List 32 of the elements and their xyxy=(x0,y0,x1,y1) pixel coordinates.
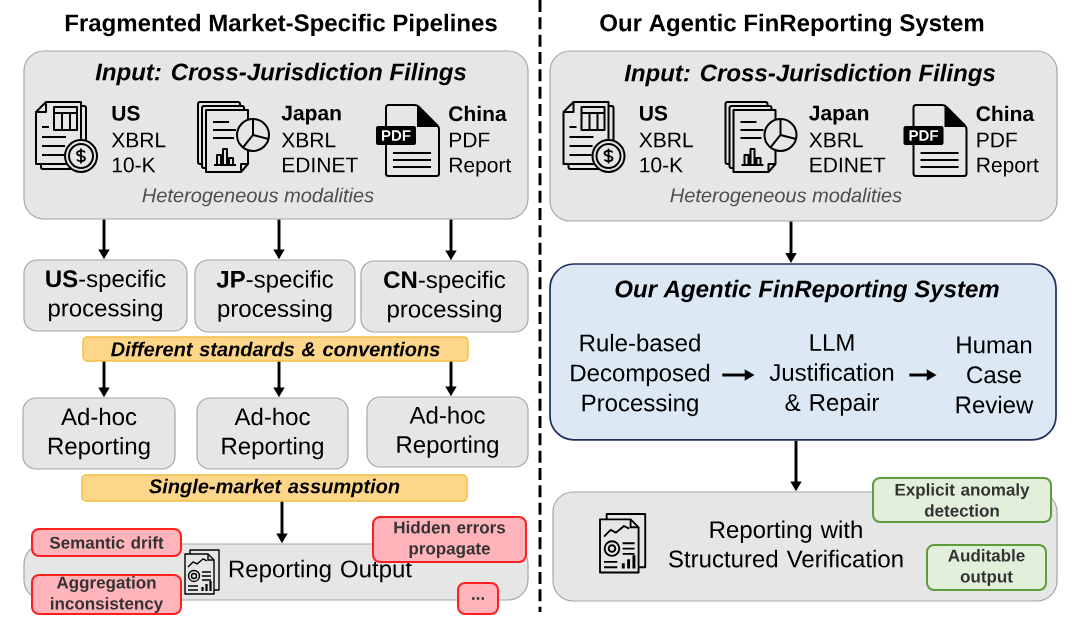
banner: Different standards & conventions xyxy=(82,336,469,362)
warning-tag: Aggregation inconsistency xyxy=(31,574,182,615)
step-text: Human Case Review xyxy=(956,336,1034,414)
benefit-tag: Auditable output xyxy=(926,544,1047,591)
tab-label: PDF xyxy=(382,130,411,141)
format-label: PDF Report xyxy=(977,132,1039,177)
format-label: PDF Report xyxy=(450,132,512,177)
step-text: Rule-based Decomposed Processing xyxy=(571,333,710,417)
format-label: XBRL EDINET xyxy=(281,132,358,173)
market-label: US xyxy=(640,105,668,121)
process-box: CN-specific processing xyxy=(360,260,529,333)
format-label: XBRL 10-K xyxy=(111,132,166,173)
tab-label: PDF xyxy=(909,130,938,141)
column-heading: Fragmented Market-Specific Pipelines xyxy=(65,13,497,37)
market-label: Japan xyxy=(281,105,341,125)
market-label: China xyxy=(449,105,507,122)
step-text: LLM Justification & Repair xyxy=(769,334,894,416)
process-box: JP-specific processing xyxy=(194,259,356,333)
warning-tag: ... xyxy=(457,582,499,615)
process-box: Ad-hoc Reporting xyxy=(22,397,176,470)
market-label: China xyxy=(976,105,1035,122)
process-box: Ad-hoc Reporting xyxy=(196,397,349,470)
format-label: XBRL 10-K xyxy=(639,132,693,173)
benefit-tag: Explicit anomaly detection xyxy=(872,477,1052,523)
market-label: Japan xyxy=(809,105,869,125)
banner: Single-market assumption xyxy=(81,474,468,502)
market-label: US xyxy=(112,105,140,121)
format-label: XBRL EDINET xyxy=(809,132,886,173)
warning-tag: Semantic drift xyxy=(31,528,182,557)
warning-tag: Hidden errors propagate xyxy=(372,516,527,563)
process-box: US-specific processing xyxy=(23,259,188,332)
process-box: Ad-hoc Reporting xyxy=(366,396,529,468)
